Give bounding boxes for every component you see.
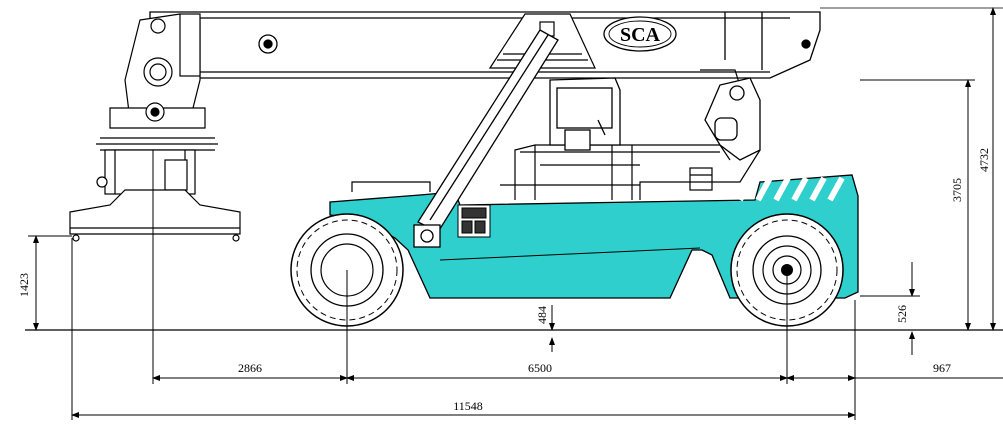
operator-cab xyxy=(549,77,621,151)
dim-526: 526 xyxy=(895,305,909,323)
beacon-light xyxy=(689,167,713,191)
dim-967: 967 xyxy=(933,361,951,375)
spreader-head xyxy=(69,13,241,242)
dim-484: 484 xyxy=(535,306,549,324)
dim-11548: 11548 xyxy=(453,399,483,413)
dim-1423: 1423 xyxy=(17,273,31,297)
dim-6500: 6500 xyxy=(528,361,552,375)
dim-3705: 3705 xyxy=(950,178,964,202)
hazard-stripes xyxy=(737,176,845,202)
logo-text: SCA xyxy=(620,24,661,46)
lift-bracket xyxy=(704,77,761,161)
control-panel xyxy=(457,204,491,238)
dim-2866: 2866 xyxy=(238,361,262,375)
dimension-lines xyxy=(28,7,1003,420)
sca-logo: SCA xyxy=(603,16,677,52)
dim-4732: 4732 xyxy=(977,148,991,172)
cab-frame xyxy=(351,69,761,200)
lift-cylinder xyxy=(413,29,559,248)
